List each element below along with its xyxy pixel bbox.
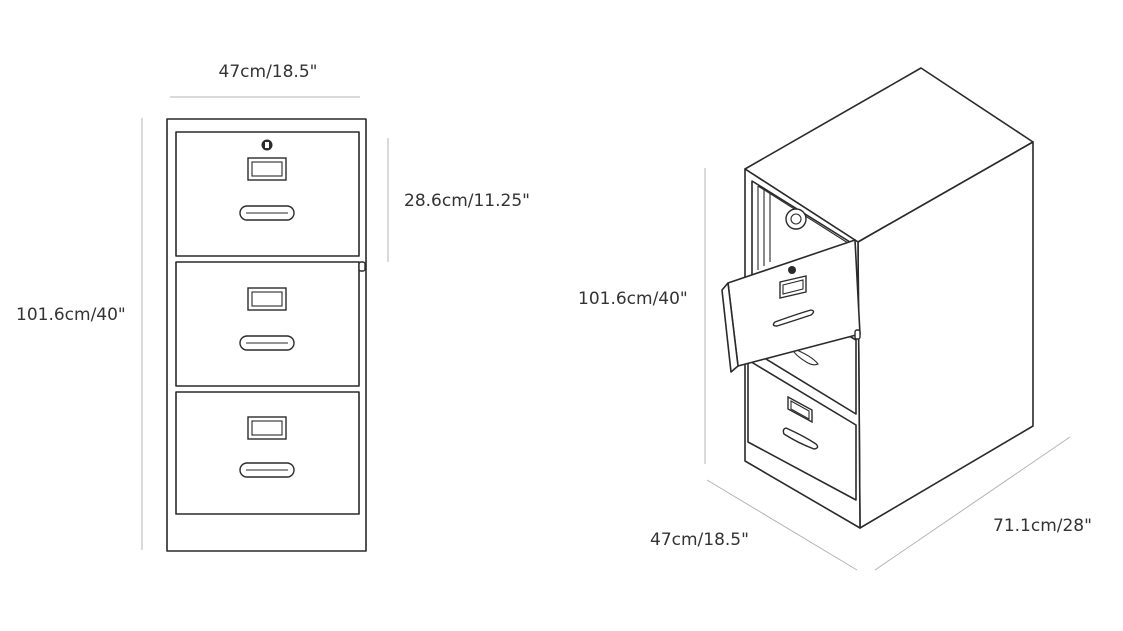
front-drawer-middle <box>175 261 360 387</box>
iso-depth-label: 71.1cm/28" <box>993 516 1092 536</box>
iso-height-label: 101.6cm/40" <box>578 289 688 309</box>
drawer-handle <box>772 309 815 327</box>
front-view: 47cm/18.5" 28.6cm/11.25" 101.6cm/40" <box>16 62 530 552</box>
lock-icon <box>788 266 796 274</box>
front-drawer-bottom <box>175 391 360 515</box>
iso-drawer-bottom <box>747 359 857 501</box>
lock-icon <box>785 208 807 230</box>
drawer-height-label: 28.6cm/11.25" <box>404 191 530 211</box>
front-width-label: 47cm/18.5" <box>219 62 318 82</box>
iso-width-label: 47cm/18.5" <box>650 530 749 550</box>
label-holder <box>247 157 287 181</box>
front-drawer-top <box>175 131 360 257</box>
label-holder <box>247 287 287 311</box>
label-holder <box>247 416 287 440</box>
label-holder <box>779 275 807 299</box>
front-height-label: 101.6cm/40" <box>16 305 126 325</box>
iso-view: 101.6cm/40" 47cm/18.5" 71.1cm/28" <box>578 67 1092 571</box>
open-drawer-edge <box>721 282 739 373</box>
drawer-handle <box>782 427 819 450</box>
side-latch <box>358 261 366 272</box>
iso-width-dimension <box>706 479 858 571</box>
side-latch <box>854 329 861 340</box>
iso-depth-dimension <box>874 436 1071 571</box>
